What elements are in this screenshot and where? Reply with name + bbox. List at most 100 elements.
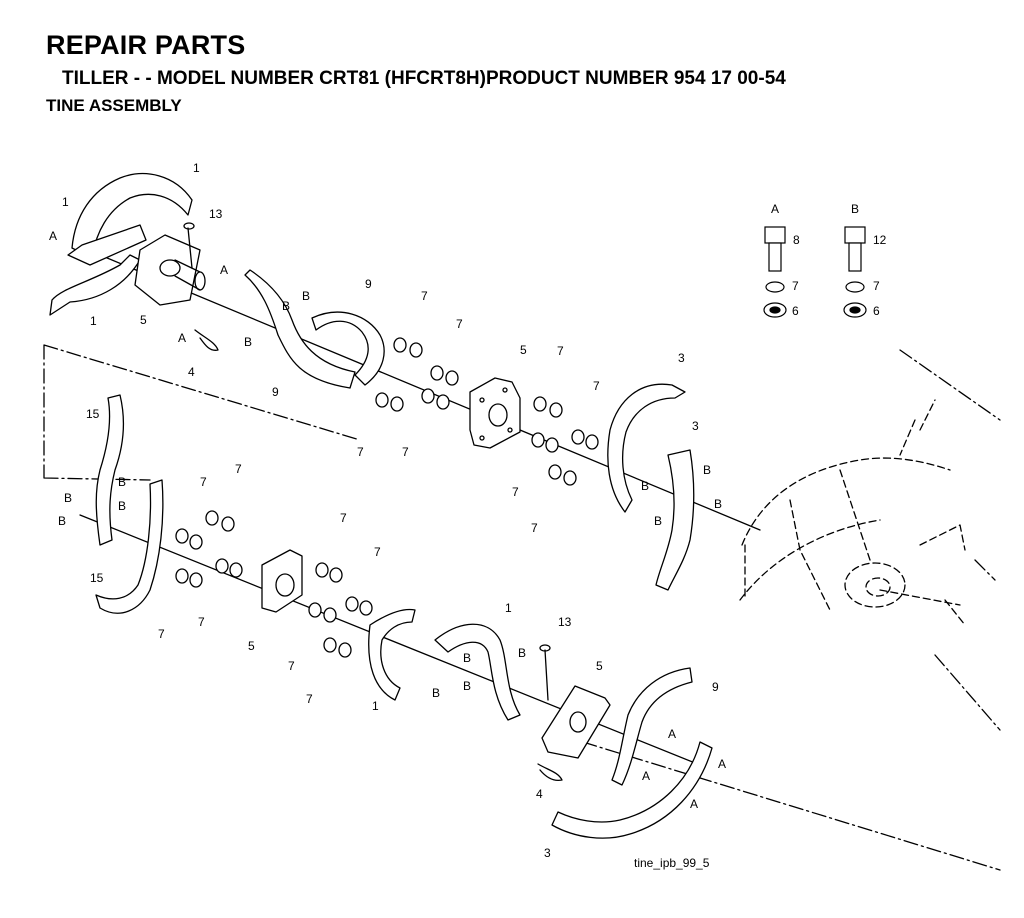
callout-B: B [463, 651, 471, 665]
model-subtitle: TILLER - - MODEL NUMBER CRT81 (HFCRT8H)P… [62, 68, 786, 89]
callout-15: 15 [86, 407, 100, 421]
tine-9-right [311, 311, 385, 386]
callout-A: A [220, 263, 228, 277]
callout-A: A [49, 229, 57, 243]
legend-washer-b: 7 [873, 279, 880, 293]
callout-3: 3 [544, 846, 551, 860]
callout-7: 7 [200, 475, 207, 489]
washers-7-lower [175, 510, 373, 658]
legend-nut-a: 6 [792, 304, 799, 318]
callout-7: 7 [456, 317, 463, 331]
tine-3-lower-right [655, 449, 695, 591]
callout-B: B [703, 463, 711, 477]
callout-7: 7 [288, 659, 295, 673]
tine-15-lower [95, 479, 164, 614]
callout-B: B [518, 646, 526, 660]
callout-3: 3 [678, 351, 685, 365]
callout-1: 1 [505, 601, 512, 615]
pin-13-lower [544, 649, 549, 701]
legend-bolt-b: 12 [873, 233, 887, 247]
callout-5: 5 [140, 313, 147, 327]
hardware-legend [763, 226, 867, 318]
tine-1-upper-b [67, 224, 147, 266]
callout-13: 13 [558, 615, 572, 629]
callout-labels: 1 1 1 1 1 3 3 3 4 4 5 5 5 5 7 7 7 7 7 7 … [49, 161, 726, 860]
lockwasher-b [845, 281, 865, 293]
callout-13: 13 [209, 207, 223, 221]
callout-7: 7 [593, 379, 600, 393]
callout-7: 7 [374, 545, 381, 559]
hairpin-4-upper [194, 329, 219, 351]
callout-4: 4 [188, 365, 195, 379]
tine-1-lower-left [49, 254, 141, 316]
legend-bolt-a: 8 [793, 233, 800, 247]
callout-5: 5 [520, 343, 527, 357]
lockwasher-a [765, 281, 785, 293]
callout-B: B [654, 514, 662, 528]
tine-3-lower-bottom [551, 741, 713, 839]
legend-set-b: B [851, 202, 859, 216]
tine-1-upper [71, 172, 193, 259]
section-title: TINE ASSEMBLY [46, 96, 182, 115]
tine-9-lower-right [611, 667, 693, 786]
callout-A: A [178, 331, 186, 345]
callout-7: 7 [421, 289, 428, 303]
figure-id: tine_ipb_99_5 [634, 856, 710, 870]
flange-5-upper-center [469, 377, 521, 449]
gearbox-housing [739, 399, 966, 626]
callout-A: A [642, 769, 650, 783]
callout-A: A [668, 727, 676, 741]
page-title: REPAIR PARTS [46, 30, 246, 60]
callout-3: 3 [692, 419, 699, 433]
callout-9: 9 [712, 680, 719, 694]
callout-B: B [282, 299, 290, 313]
callout-1: 1 [193, 161, 200, 175]
callout-B: B [463, 679, 471, 693]
callout-1: 1 [372, 699, 379, 713]
callout-B: B [64, 491, 72, 505]
callout-5: 5 [596, 659, 603, 673]
callout-7: 7 [235, 462, 242, 476]
lower-shaft-axis [79, 514, 701, 766]
callout-B: B [244, 335, 252, 349]
callout-B: B [58, 514, 66, 528]
legend-set-a: A [771, 202, 779, 216]
callout-B: B [118, 499, 126, 513]
callout-7: 7 [198, 615, 205, 629]
callout-15: 15 [90, 571, 104, 585]
callout-7: 7 [512, 485, 519, 499]
callout-5: 5 [248, 639, 255, 653]
pin-13-upper [187, 227, 193, 269]
tine-3-upper-right [607, 383, 686, 513]
callout-1: 1 [62, 195, 69, 209]
callout-4: 4 [536, 787, 543, 801]
legend-washer-a: 7 [792, 279, 799, 293]
bolt-shank-a [768, 242, 782, 272]
callout-9: 9 [272, 385, 279, 399]
callout-7: 7 [340, 511, 347, 525]
callout-B: B [302, 289, 310, 303]
hairpin-4-lower [537, 763, 563, 782]
housing-outline [43, 344, 1001, 871]
callout-9: 9 [365, 277, 372, 291]
flange-5-upper-left [134, 234, 201, 306]
callout-B: B [641, 479, 649, 493]
tine-9-left [244, 269, 356, 389]
flange-5-lower-center [261, 549, 303, 613]
callout-7: 7 [306, 692, 313, 706]
bolt-shank-b [848, 242, 862, 272]
washers-7-upper [375, 337, 599, 486]
callout-7: 7 [357, 445, 364, 459]
callout-B: B [432, 686, 440, 700]
callout-B: B [714, 497, 722, 511]
legend-nut-b: 6 [873, 304, 880, 318]
callout-A: A [690, 797, 698, 811]
tine-15-upper [95, 394, 125, 546]
tine-1-lower-mid-right [434, 623, 521, 721]
bolt-head-a [764, 226, 786, 244]
callout-B: B [118, 475, 126, 489]
callout-1: 1 [90, 314, 97, 328]
callout-7: 7 [557, 344, 564, 358]
flange-5-lower-right [541, 685, 611, 759]
